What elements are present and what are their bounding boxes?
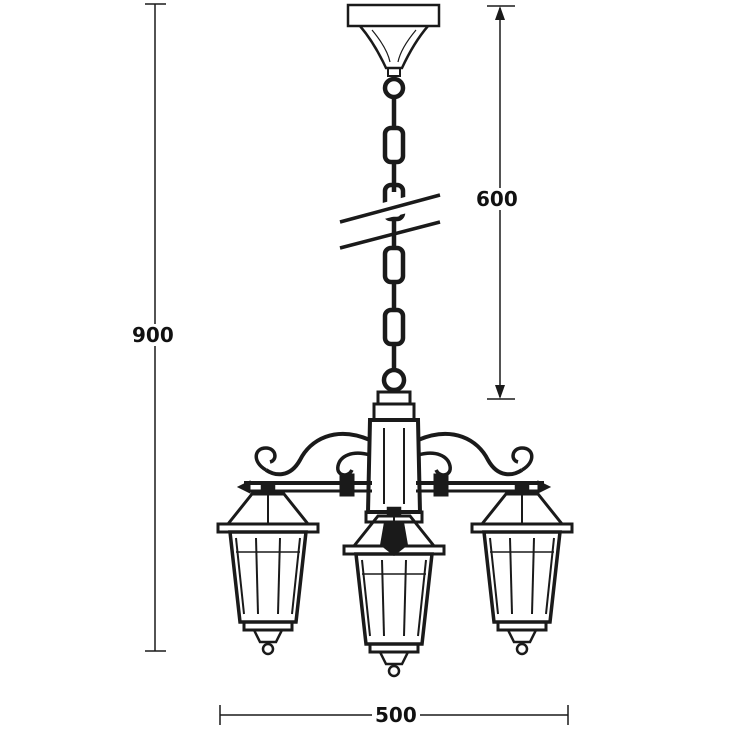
dimension-label-chain: 600 — [473, 188, 521, 210]
lantern-right — [470, 484, 574, 656]
lantern-center — [342, 506, 446, 678]
lantern-left — [216, 484, 320, 656]
dimension-label-width: 500 — [372, 704, 420, 726]
ceiling-canopy — [346, 3, 441, 77]
arm-left — [236, 431, 372, 497]
arm-right — [416, 431, 552, 497]
chain-break-marks — [339, 188, 443, 250]
dimension-label-height: 900 — [129, 324, 177, 346]
